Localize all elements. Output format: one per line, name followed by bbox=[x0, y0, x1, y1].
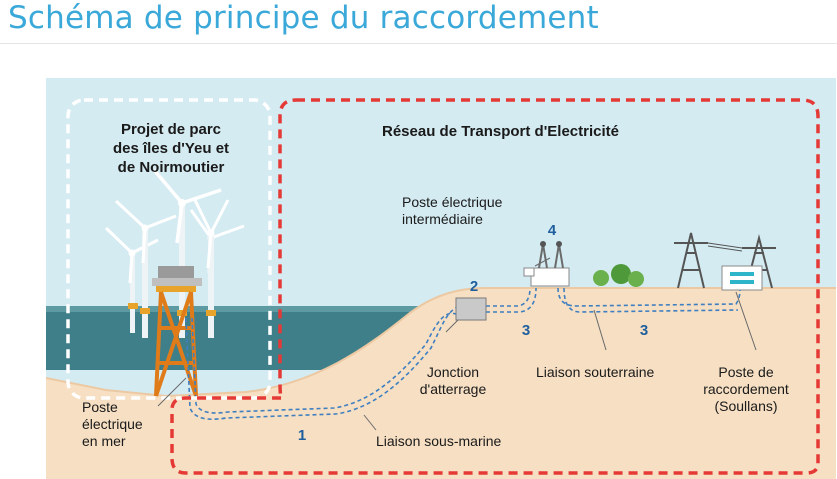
label-rte-zone: Réseau de Transport d'Electricité bbox=[382, 123, 619, 140]
number-marker-3b: 3 bbox=[639, 322, 649, 339]
title-divider bbox=[0, 43, 837, 44]
landing-joint-icon bbox=[455, 297, 487, 321]
diagram-illustration bbox=[46, 78, 836, 479]
rte-zone-boundary bbox=[170, 98, 820, 475]
intermediate-substation-icon bbox=[523, 241, 570, 287]
number-marker-3a: 3 bbox=[521, 322, 531, 339]
label-parc-zone: Projet de parc des îles d'Yeu et de Noir… bbox=[112, 121, 230, 176]
label-poste-intermediaire: Poste électrique intermédiaire bbox=[402, 194, 503, 227]
connection-substation-icon bbox=[721, 265, 763, 291]
offshore-substation-icon bbox=[152, 266, 202, 397]
leader-lines bbox=[157, 257, 757, 431]
label-jonction: Jonction d'atterrage bbox=[419, 364, 487, 397]
label-liaison-sous-marine: Liaison sous-marine bbox=[376, 433, 502, 449]
page-title: Schéma de principe du raccordement bbox=[8, 0, 599, 36]
label-poste-mer: Poste électrique en mer bbox=[82, 399, 143, 449]
sea-surface bbox=[46, 306, 466, 312]
number-marker-1: 1 bbox=[297, 427, 307, 444]
wind-turbine-icon bbox=[192, 197, 230, 338]
label-liaison-souterraine: Liaison souterraine bbox=[536, 364, 655, 380]
wind-turbine-icon bbox=[114, 199, 177, 338]
label-poste-raccordement: Poste de raccordement (Soullans) bbox=[703, 364, 789, 414]
cable-route bbox=[185, 287, 741, 421]
land bbox=[46, 288, 836, 479]
connection-diagram: Projet de parc des îles d'Yeu et de Noir… bbox=[46, 78, 836, 479]
shoreline bbox=[46, 287, 836, 398]
number-marker-2: 2 bbox=[469, 278, 479, 295]
number-marker-4: 4 bbox=[547, 222, 557, 239]
bush-icon bbox=[593, 264, 644, 287]
parc-zone-boundary bbox=[66, 98, 272, 400]
